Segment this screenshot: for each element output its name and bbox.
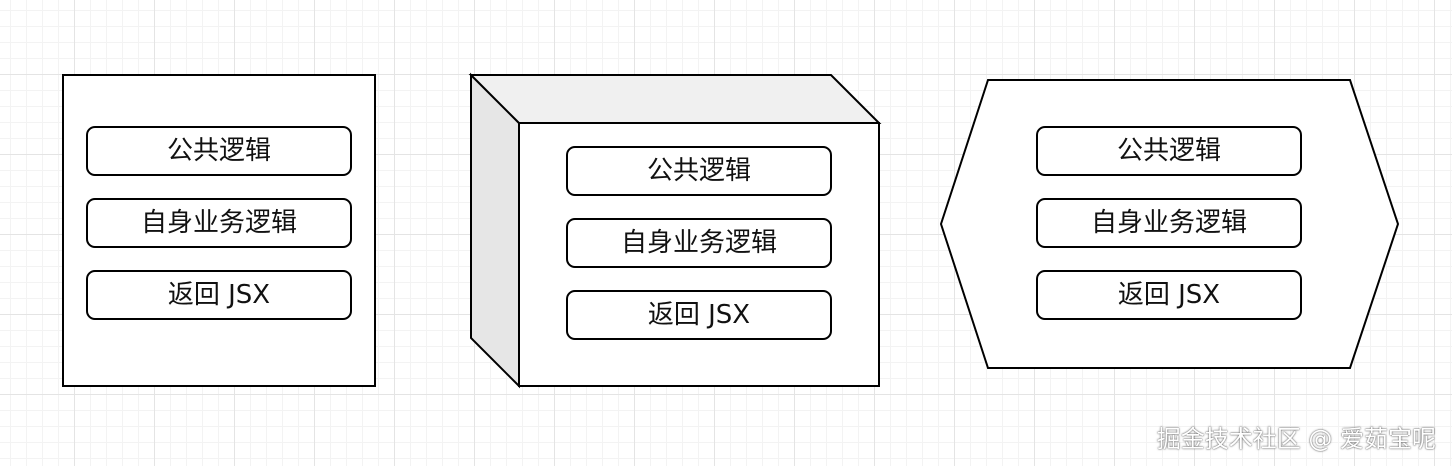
logic-box-business[interactable]: 自身业务逻辑 [566, 218, 832, 268]
logic-box-label: 自身业务逻辑 [621, 228, 777, 258]
logic-box-label: 公共逻辑 [1117, 136, 1221, 166]
hexagon-container[interactable]: 公共逻辑 自身业务逻辑 返回 JSX [939, 79, 1400, 369]
logic-box-label: 自身业务逻辑 [1091, 208, 1247, 238]
logic-box-common[interactable]: 公共逻辑 [86, 126, 352, 176]
logic-box-label: 公共逻辑 [167, 136, 271, 166]
cube-side-face [470, 72, 520, 389]
cube-top-face [468, 74, 882, 124]
logic-box-label: 自身业务逻辑 [141, 208, 297, 238]
logic-box-return-jsx[interactable]: 返回 JSX [566, 290, 832, 340]
logic-box-common[interactable]: 公共逻辑 [1036, 126, 1302, 176]
cube-container[interactable]: 公共逻辑 自身业务逻辑 返回 JSX [468, 72, 882, 389]
logic-box-common[interactable]: 公共逻辑 [566, 146, 832, 196]
watermark-text: 掘金技术社区 @ 爱茹宝呢 [1156, 425, 1436, 453]
logic-box-business[interactable]: 自身业务逻辑 [86, 198, 352, 248]
logic-box-label: 返回 JSX [648, 300, 750, 330]
logic-box-return-jsx[interactable]: 返回 JSX [1036, 270, 1302, 320]
logic-box-business[interactable]: 自身业务逻辑 [1036, 198, 1302, 248]
logic-box-label: 公共逻辑 [647, 156, 751, 186]
rectangle-container[interactable]: 公共逻辑 自身业务逻辑 返回 JSX [62, 74, 376, 387]
logic-box-label: 返回 JSX [168, 280, 270, 310]
logic-box-return-jsx[interactable]: 返回 JSX [86, 270, 352, 320]
logic-box-label: 返回 JSX [1118, 280, 1220, 310]
